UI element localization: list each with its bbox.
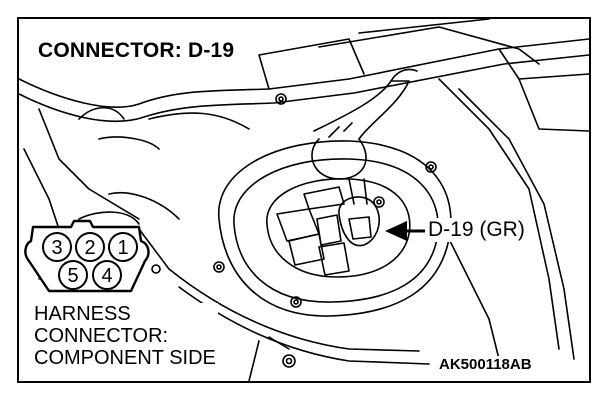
connector-title: CONNECTOR: D-19 — [35, 39, 238, 63]
harness-caption: HARNESS CONNECTOR: COMPONENT SIDE — [32, 303, 218, 369]
diagram-frame: 3 2 1 5 4 CONNECTOR: D-19 D-19 (GR) HARN… — [17, 17, 591, 383]
component-illustration: 3 2 1 5 4 — [19, 19, 589, 381]
connector-callout-label: D-19 (GR) — [426, 218, 527, 242]
callout-arrow — [385, 221, 425, 241]
pin-label: 5 — [67, 265, 78, 287]
harness-connector-face: 3 2 1 5 4 — [24, 219, 150, 293]
pin-label: 2 — [84, 237, 95, 259]
pin-label: 1 — [117, 237, 128, 259]
pin-label: 3 — [51, 237, 62, 259]
harness-caption-line: HARNESS — [34, 303, 131, 325]
harness-caption-line: COMPONENT SIDE — [34, 347, 216, 369]
figure-code: AK500118AB — [437, 356, 534, 373]
harness-caption-line: CONNECTOR: — [34, 325, 169, 347]
pin-label: 4 — [101, 265, 112, 287]
